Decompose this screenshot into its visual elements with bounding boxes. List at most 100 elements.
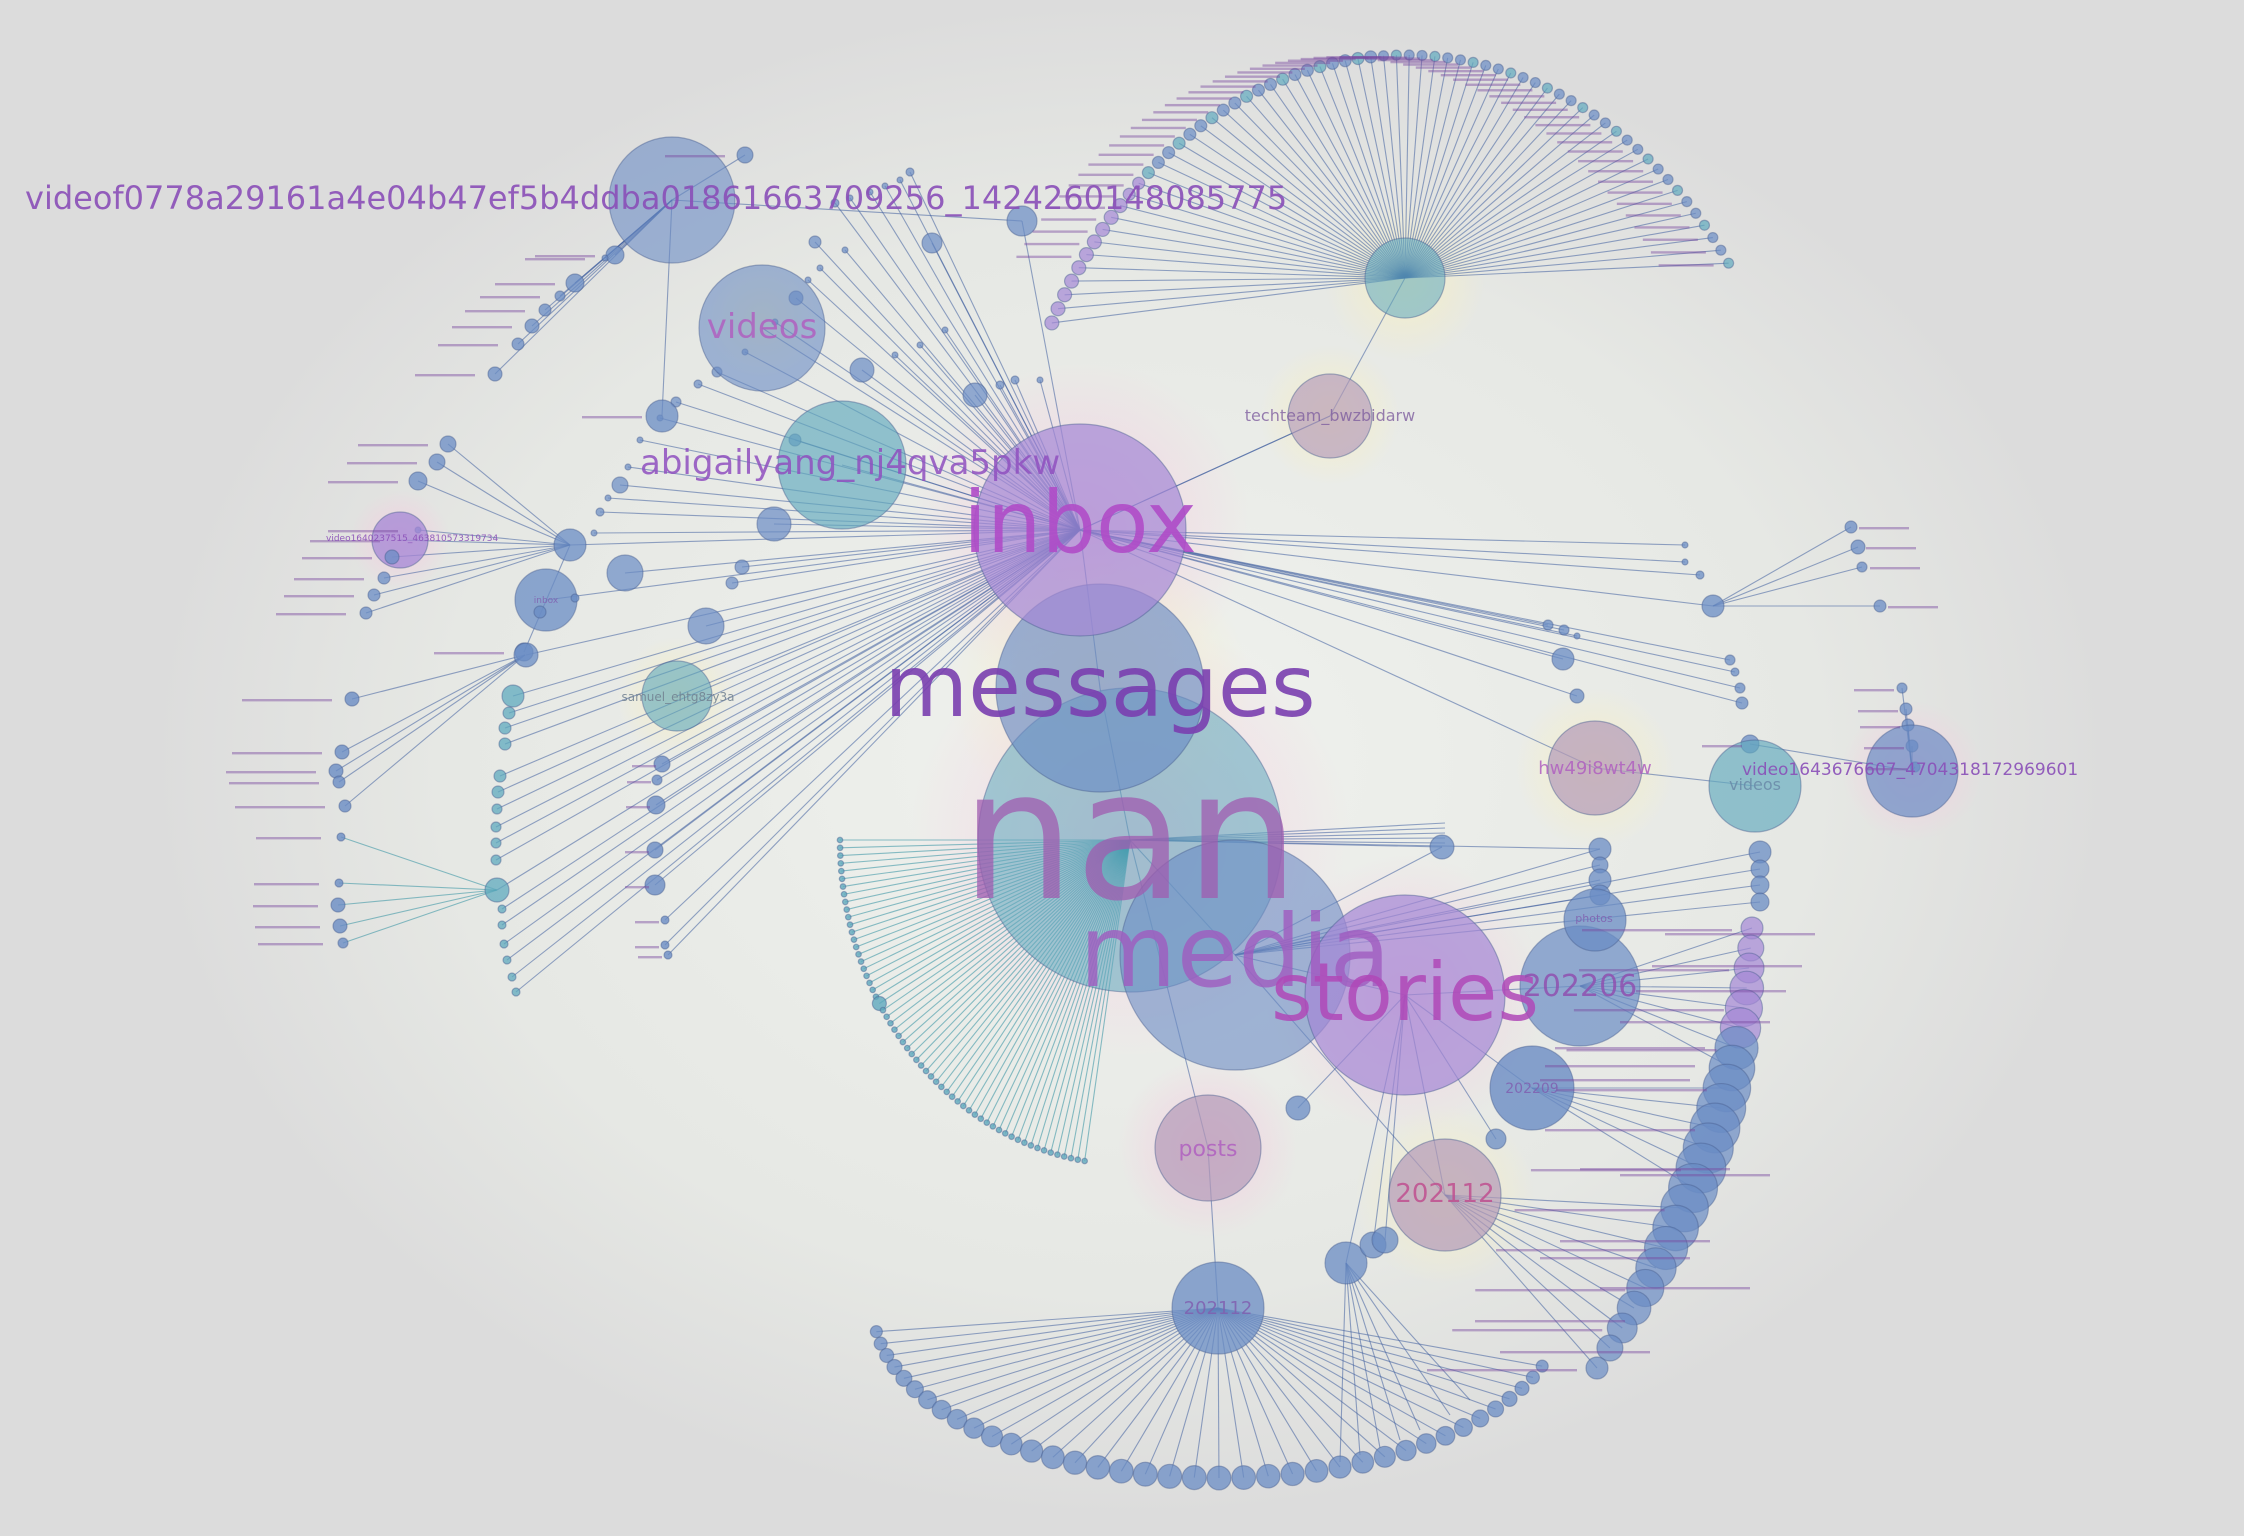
leaf-label xyxy=(1859,527,1909,530)
leaf-node xyxy=(1172,136,1186,150)
leaf-node xyxy=(490,837,502,849)
leaf-node xyxy=(1681,558,1689,566)
edge-top-arc xyxy=(1404,249,1721,279)
hub-node-samuel xyxy=(641,660,713,732)
hub-node-videos-right xyxy=(1708,739,1802,833)
leaf-label xyxy=(328,530,398,533)
leaf-node xyxy=(1750,875,1770,895)
leaf-node xyxy=(879,1006,887,1014)
edge-top-arc xyxy=(1148,172,1406,279)
leaf-label xyxy=(1352,56,1408,59)
leaf-node xyxy=(725,576,739,590)
edge-inbox-right xyxy=(1079,529,1736,673)
leaf-node xyxy=(1304,1458,1329,1483)
leaf-node xyxy=(830,198,840,208)
edge-left-cluster xyxy=(417,480,571,546)
leaf-node xyxy=(1377,50,1390,62)
leaf-label xyxy=(1546,132,1602,135)
edge-top-arc xyxy=(1158,161,1406,279)
leaf-label xyxy=(1866,547,1916,550)
leaf-node xyxy=(1750,859,1770,879)
leaf-node xyxy=(816,264,824,272)
leaf-label xyxy=(1854,689,1894,692)
leaf-node xyxy=(905,167,915,177)
leaf-node xyxy=(1216,103,1230,117)
edge-top-arc xyxy=(1404,148,1639,279)
edge-top-arc xyxy=(1234,102,1406,279)
edge-top-arc xyxy=(1404,139,1628,279)
leaf-label xyxy=(1153,111,1209,114)
leaf-node xyxy=(1390,49,1402,61)
edge xyxy=(903,1307,1219,1379)
leaf-node xyxy=(1599,117,1611,129)
edge-top-arc xyxy=(1404,189,1678,279)
node-label-202112-a: 202112 xyxy=(1395,1179,1494,1209)
edge xyxy=(1217,1307,1523,1389)
leaf-node xyxy=(1844,520,1858,534)
edge-top-arc xyxy=(1404,168,1659,279)
leaf-node xyxy=(1577,101,1589,114)
leaf-node xyxy=(1324,1241,1368,1285)
leaf-node xyxy=(1734,682,1746,694)
node-label-video-long: videof0778a29161a4e04b47ef5b4ddba0186166… xyxy=(25,179,1287,217)
leaf-label xyxy=(1200,85,1256,88)
leaf-node xyxy=(866,188,874,196)
leaf-label xyxy=(1545,1129,1696,1132)
leaf-node xyxy=(980,1425,1004,1448)
leaf-label xyxy=(1403,63,1459,66)
node-label-video1640: video1640237515_463810573319734 xyxy=(326,534,499,544)
leaf-node xyxy=(922,1067,930,1075)
leaf-node xyxy=(1040,1147,1048,1154)
edge-top-arc xyxy=(1404,93,1560,279)
edge-left xyxy=(335,654,526,772)
leaf-node xyxy=(611,476,629,494)
leaf-node xyxy=(886,1358,903,1376)
leaf-node xyxy=(491,803,503,815)
leaf-node xyxy=(1535,1359,1549,1373)
leaf-node xyxy=(1525,1370,1541,1385)
leaf-node xyxy=(1280,1461,1305,1487)
leaf-label xyxy=(1665,933,1815,936)
leaf-node xyxy=(1371,1226,1399,1254)
edge-top-arc xyxy=(1071,277,1406,282)
leaf-node xyxy=(1735,696,1749,710)
leaf-node xyxy=(850,936,858,944)
leaf-label xyxy=(1620,1174,1770,1177)
leaf-node xyxy=(1205,111,1219,125)
edge-inbox-left-column xyxy=(495,529,1081,828)
edge xyxy=(941,1307,1219,1411)
edge xyxy=(886,1307,1219,1357)
leaf-label xyxy=(1540,1257,1690,1260)
edge xyxy=(1712,526,1852,607)
edge-top-arc xyxy=(1178,142,1406,279)
edge-left-cluster xyxy=(417,529,571,546)
leaf-node xyxy=(1610,125,1623,137)
leaf-node xyxy=(604,494,612,502)
leaf-label xyxy=(1500,1351,1650,1354)
leaf-label xyxy=(638,956,662,959)
leaf-node xyxy=(670,396,682,408)
leaf-node xyxy=(1480,59,1492,72)
leaf-node xyxy=(1715,244,1727,256)
leaf-node xyxy=(937,1083,945,1091)
leaf-node xyxy=(336,832,346,842)
leaf-label xyxy=(1249,67,1305,70)
leaf-node xyxy=(1008,1133,1015,1141)
edge-left-cluster xyxy=(436,461,571,546)
leaf-node xyxy=(1730,667,1740,677)
edge-inbox-right xyxy=(1079,529,1714,607)
leaf-node xyxy=(1285,1095,1311,1121)
leaf-label xyxy=(1032,230,1088,233)
leaf-label xyxy=(1556,1089,1707,1092)
leaf-node xyxy=(338,799,352,813)
leaf-label xyxy=(1453,78,1509,81)
edge xyxy=(1345,1262,1471,1401)
leaf-node xyxy=(439,435,457,453)
leaf-node xyxy=(624,463,632,471)
leaf-node xyxy=(1364,50,1378,64)
leaf-node xyxy=(1467,56,1479,68)
leaf-node xyxy=(1850,539,1866,555)
leaf-node xyxy=(959,1102,967,1110)
edge-left-cluster xyxy=(447,443,571,546)
edge-top-arc xyxy=(1404,158,1649,279)
